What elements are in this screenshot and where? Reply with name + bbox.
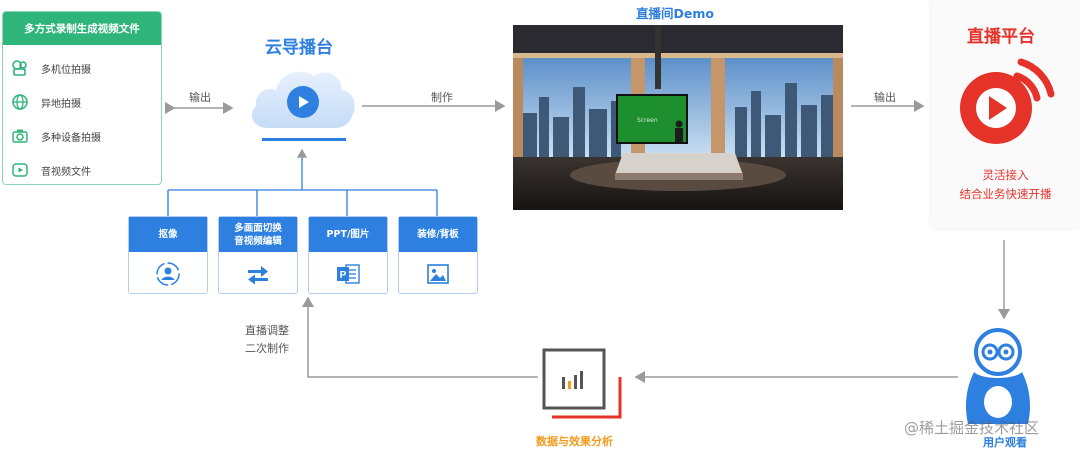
- tool-label: 抠像: [129, 217, 207, 252]
- studio-illustration: Screen: [513, 25, 843, 210]
- edge-label-output-right: 输出: [874, 91, 896, 104]
- live-broadcast-icon: [951, 50, 1061, 150]
- edge-analytics-tools: [302, 296, 538, 378]
- analytics-node: [542, 347, 626, 425]
- source-label: 异地拍摄: [41, 98, 81, 110]
- platform-line2: 结合业务快速开播: [959, 187, 1052, 201]
- edge-label-adjust-line2: 二次制作: [245, 342, 289, 355]
- viewer-avatar-icon: [966, 328, 1030, 424]
- bar-chart-icon: [542, 348, 622, 419]
- analytics-label: 数据与效果分析: [536, 435, 613, 448]
- platform-line1: 灵活接入: [982, 168, 1029, 182]
- studio-demo-image: Screen: [513, 25, 843, 210]
- source-item-devices: 多种设备拍摄: [11, 124, 101, 148]
- sources-title: 多方式录制生成视频文件: [3, 12, 161, 45]
- source-item-remote: 异地拍摄: [11, 90, 81, 114]
- device-camera-icon: [11, 127, 29, 145]
- screen-text: Screen: [637, 117, 658, 124]
- tool-label: 多画面切换 音视频编辑: [219, 217, 297, 252]
- platform-title: 直播平台: [967, 27, 1035, 47]
- tool-label: PPT/图片: [309, 217, 387, 252]
- globe-icon: [11, 93, 29, 111]
- source-item-files: 音视频文件: [11, 158, 91, 182]
- user-node: [958, 326, 1038, 432]
- tool-card-decoration: 装修/背板: [398, 216, 478, 294]
- camera-icon: [11, 59, 29, 77]
- source-label: 多种设备拍摄: [41, 132, 101, 144]
- source-item-multi-camera: 多机位拍摄: [11, 56, 91, 80]
- edge-label-output-left: 输出: [189, 91, 211, 104]
- video-file-icon: [11, 161, 29, 179]
- play-icon: [287, 86, 319, 118]
- cloud-node: [244, 62, 360, 142]
- tool-card-ppt: PPT/图片 P: [308, 216, 388, 294]
- edge-label-adjust-line1: 直播调整: [245, 324, 289, 337]
- tool-card-switching: 多画面切换 音视频编辑: [218, 216, 298, 294]
- source-label: 多机位拍摄: [41, 64, 91, 76]
- powerpoint-icon: P: [333, 259, 363, 289]
- sources-panel: 多方式录制生成视频文件 多机位拍摄 异地拍摄 多种设备拍摄 音视频文件: [2, 11, 162, 185]
- edge-label-produce: 制作: [431, 91, 453, 104]
- platform-panel: 直播平台 灵活接入 结合业务快速开播: [931, 0, 1080, 228]
- tool-card-keying: 抠像: [128, 216, 208, 294]
- cloud-title: 云导播台: [265, 38, 333, 58]
- switch-arrows-icon: [243, 259, 273, 289]
- source-label: 音视频文件: [41, 166, 91, 178]
- image-icon: [423, 259, 453, 289]
- user-label: 用户观看: [983, 436, 1027, 449]
- svg-text:P: P: [340, 270, 347, 281]
- person-target-icon: [153, 259, 183, 289]
- demo-title: 直播间Demo: [636, 6, 714, 21]
- tool-label: 装修/背板: [399, 217, 477, 252]
- watermark: @稀土掘金技术社区: [904, 419, 1040, 437]
